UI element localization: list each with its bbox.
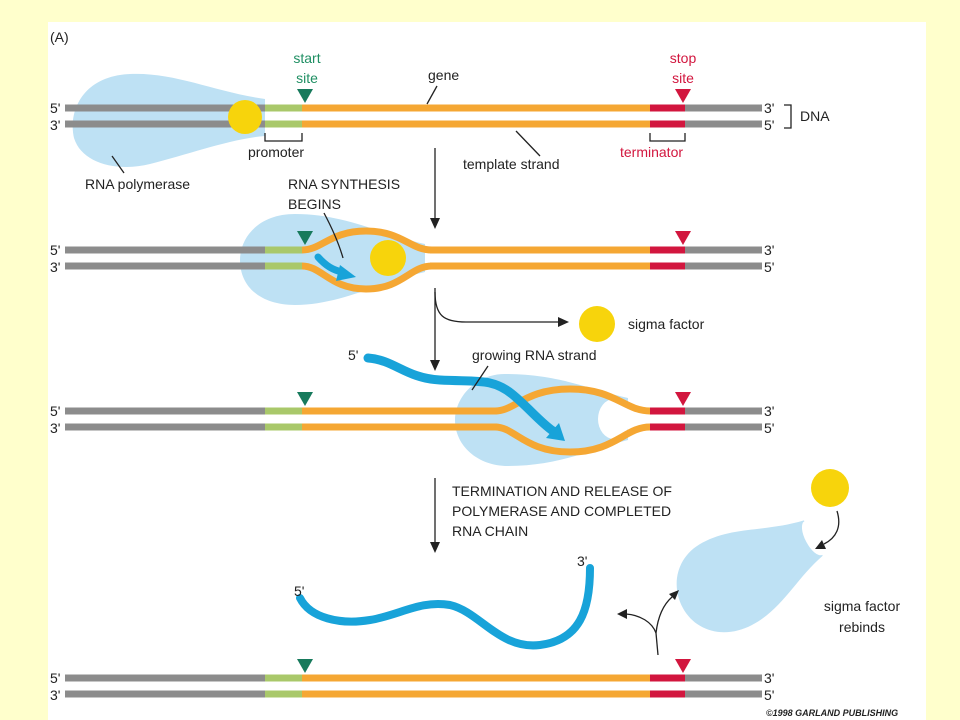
rna-start-arrowhead — [336, 265, 356, 281]
sigma-factor-label: sigma factor — [628, 316, 705, 332]
stop-site-label-line1: stop — [670, 50, 697, 66]
dna-bracket — [784, 104, 792, 129]
growing-rna-arrowhead — [546, 423, 565, 441]
stop-site-marker-row-1 — [675, 89, 691, 103]
sigma-factor-released — [579, 306, 615, 342]
panel-label: (A) — [50, 29, 69, 45]
start-site-marker-row-2 — [297, 231, 313, 245]
completed-rna-chain — [296, 564, 594, 650]
step-arrow-2-head — [430, 360, 440, 371]
sigma-rebind-arrow — [823, 510, 840, 545]
bubble-bottom-strand-row-2 — [301, 262, 433, 293]
release-arrow-rna-head — [617, 609, 627, 619]
row-1-right-top-end: 3' — [764, 100, 774, 116]
terminator-bracket — [649, 133, 686, 142]
step-arrow-3-head — [430, 542, 440, 553]
promoter-bracket — [264, 133, 303, 142]
gene-label: gene — [428, 67, 459, 83]
row-3-right-top-end: 3' — [764, 403, 774, 419]
row-2-left-bottom-end: 3' — [50, 259, 60, 275]
growing-rna-leader-line — [471, 365, 489, 391]
release-arrow-polymerase-branch — [655, 596, 673, 634]
dna-label: DNA — [800, 108, 830, 124]
bubble-top-strand-row-3 — [494, 385, 651, 415]
sigma-release-arrow — [434, 291, 560, 323]
template-strand-leader-line — [515, 130, 541, 157]
bubble-bottom-strand-row-3 — [494, 423, 651, 456]
start-site-label-line2: site — [296, 70, 318, 86]
rna-polymerase-free — [676, 520, 823, 633]
step-arrow-1-head — [430, 218, 440, 229]
growing-rna-5prime-label: 5' — [348, 347, 358, 363]
row-1-left-bottom-end: 3' — [50, 117, 60, 133]
sigma-rebind-arrow-head — [815, 540, 826, 549]
sigma-rebinds-label-line1: sigma factor — [824, 598, 901, 614]
row-3-right-bottom-end: 5' — [764, 420, 774, 436]
row-4-right-top-end: 3' — [764, 670, 774, 686]
sigma-factor-rebinding — [811, 469, 849, 507]
sigma-factor-row-1 — [228, 100, 262, 134]
bubble-top-strand-row-2 — [301, 227, 433, 254]
released-rna-5prime-label: 5' — [294, 583, 304, 599]
synthesis-begins-label-line1: RNA SYNTHESIS — [288, 176, 400, 192]
polymerase-channel-row-3 — [598, 399, 630, 439]
rna-polymerase-label: RNA polymerase — [85, 176, 190, 192]
row-3-left-bottom-end: 3' — [50, 420, 60, 436]
row-1-left-top-end: 5' — [50, 100, 60, 116]
stop-site-label-line2: site — [672, 70, 694, 86]
release-arrow-rna-branch — [625, 613, 657, 634]
terminator-label: terminator — [620, 144, 683, 160]
dna-row-3 — [65, 407, 762, 431]
row-1-right-bottom-end: 5' — [764, 117, 774, 133]
start-site-marker-row-1 — [297, 89, 313, 103]
synthesis-begins-leader-line — [323, 212, 344, 259]
row-2-right-bottom-end: 5' — [764, 259, 774, 275]
gene-leader-line — [426, 85, 438, 105]
synthesis-begins-label-line2: BEGINS — [288, 196, 341, 212]
row-2-right-top-end: 3' — [764, 242, 774, 258]
rna-polymerase-row-2 — [240, 214, 425, 305]
start-site-marker-row-4 — [297, 659, 313, 673]
row-2-left-top-end: 5' — [50, 242, 60, 258]
stop-site-marker-row-2 — [675, 231, 691, 245]
row-4-left-top-end: 5' — [50, 670, 60, 686]
release-arrow-stem — [655, 632, 659, 656]
growing-rna-strand — [363, 353, 558, 436]
sigma-factor-row-2 — [370, 240, 406, 276]
row-4-left-bottom-end: 3' — [50, 687, 60, 703]
dna-row-2 — [65, 246, 762, 270]
termination-label-line1: TERMINATION AND RELEASE OF — [452, 483, 672, 499]
dna-row-4 — [65, 674, 762, 698]
stop-site-marker-row-3 — [675, 392, 691, 406]
row-4-right-bottom-end: 5' — [764, 687, 774, 703]
termination-label-line2: POLYMERASE AND COMPLETED — [452, 503, 671, 519]
rna-polymerase-leader-line — [111, 155, 125, 174]
start-site-label-line1: start — [293, 50, 320, 66]
promoter-label: promoter — [248, 144, 304, 160]
stop-site-marker-row-4 — [675, 659, 691, 673]
released-rna-3prime-label: 3' — [577, 553, 587, 569]
copyright-notice: ©1998 GARLAND PUBLISHING — [766, 708, 898, 718]
termination-label-line3: RNA CHAIN — [452, 523, 528, 539]
release-arrow-polymerase-head — [669, 590, 679, 600]
growing-rna-label: growing RNA strand — [472, 347, 597, 363]
template-strand-label: template strand — [463, 156, 560, 172]
start-site-marker-row-3 — [297, 392, 313, 406]
sigma-rebinds-label-line2: rebinds — [839, 619, 885, 635]
rna-polymerase-row-1 — [72, 73, 265, 167]
row-3-left-top-end: 5' — [50, 403, 60, 419]
sigma-release-arrow-head — [558, 317, 569, 327]
